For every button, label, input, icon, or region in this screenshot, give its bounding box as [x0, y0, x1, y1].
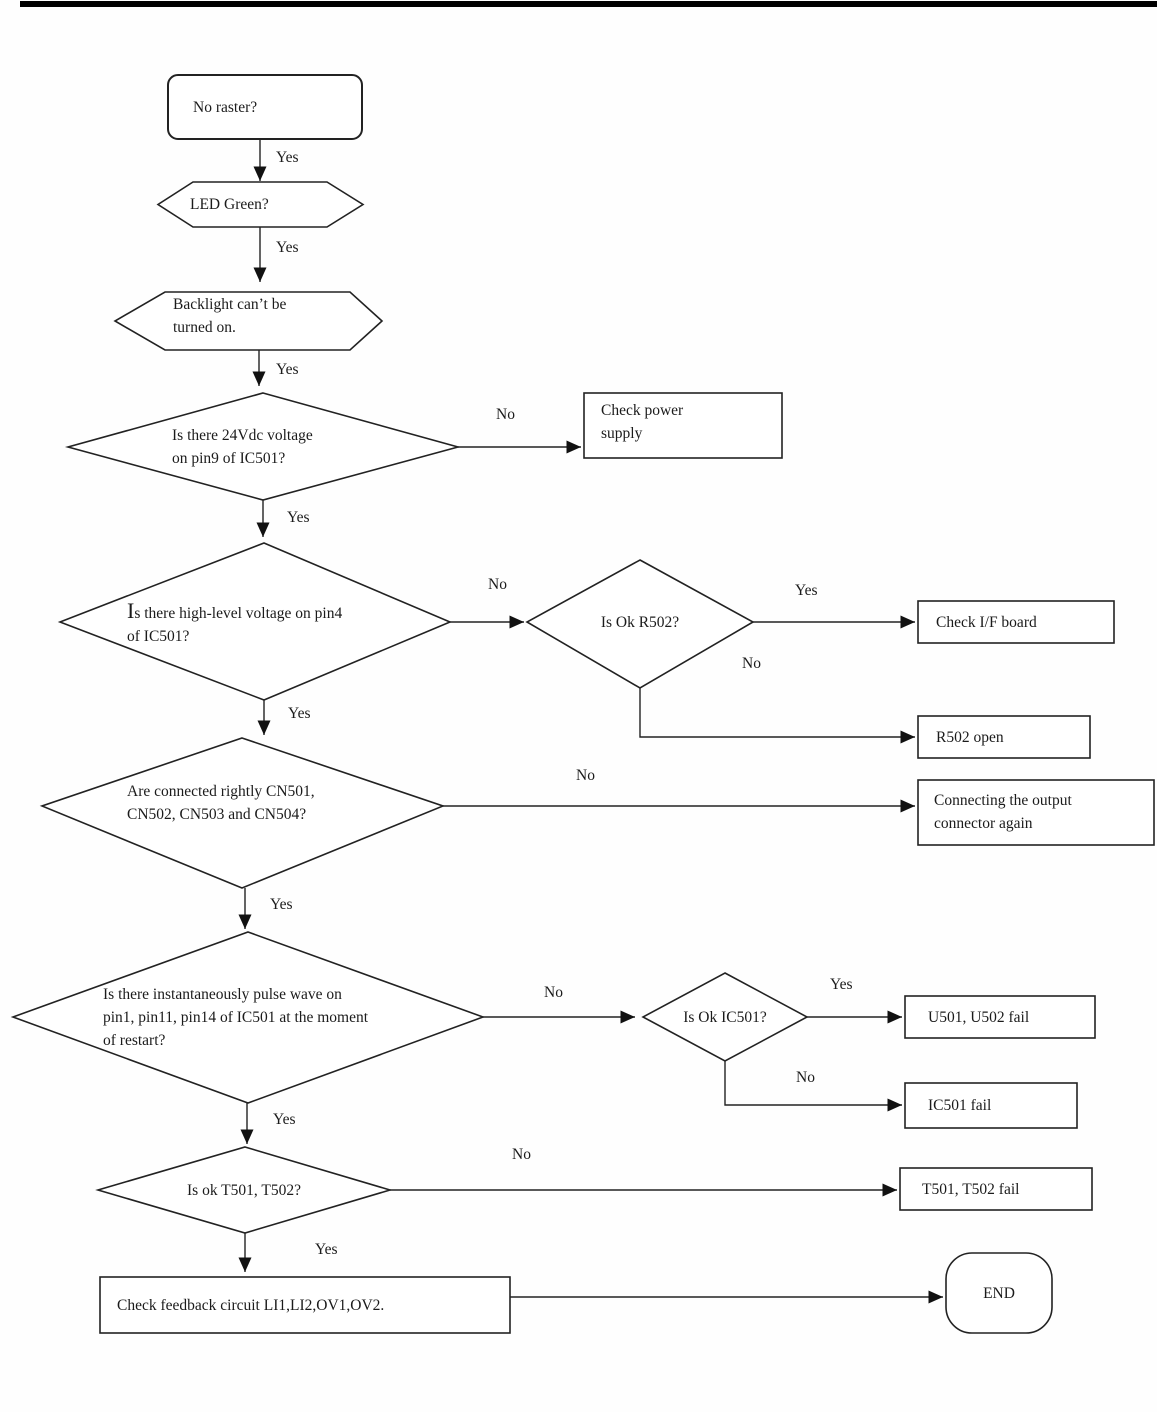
edge-label-yes-start-led: Yes	[276, 149, 299, 166]
edge-r502-no	[639, 688, 915, 744]
backlight-hexagon-shape	[113, 291, 384, 351]
node-pulse-line2: pin1, pin11, pin14 of IC501 at the momen…	[103, 1009, 369, 1026]
node-pulse-line1: Is there instantaneously pulse wave on	[103, 986, 342, 1003]
edge-label-yes-t501: Yes	[315, 1241, 338, 1258]
edge-ic501-no	[724, 1061, 902, 1112]
node-ic-fail-label: IC501 fail	[928, 1097, 992, 1114]
ic-fail-box-shape	[904, 1082, 1078, 1129]
node-reconnect-line1: Connecting the output	[934, 792, 1072, 809]
edge-label-no-r502: No	[742, 655, 761, 672]
node-high-level-line1: Is there high-level voltage on pin4	[127, 598, 343, 623]
node-reconnect-label: Connecting the output connector again	[934, 789, 1072, 835]
t-fail-box-shape	[899, 1167, 1093, 1211]
node-pulse-label: Is there instantaneously pulse wave on p…	[103, 983, 368, 1052]
edge-label-yes-24vdc: Yes	[287, 509, 310, 526]
node-connectors-line1: Are connected rightly CN501,	[127, 783, 315, 800]
node-ic501-label: Is Ok IC501?	[683, 1009, 767, 1026]
node-high-level-line2: of IC501?	[127, 628, 190, 645]
node-connectors-label: Are connected rightly CN501, CN502, CN50…	[127, 780, 315, 826]
led-green-hexagon-shape	[156, 181, 365, 228]
node-t-fail-label: T501, T502 fail	[922, 1181, 1020, 1198]
node-check-if-board-label: Check I/F board	[936, 614, 1037, 631]
node-check-power-line2: supply	[601, 425, 643, 442]
decision-pulse-shape	[10, 931, 486, 1104]
node-pulse-line3: of restart?	[103, 1032, 166, 1049]
edge-label-yes-connectors: Yes	[270, 896, 293, 913]
node-backlight-line1: Backlight can’t be	[173, 296, 287, 313]
r502-open-box-shape	[917, 715, 1091, 759]
node-feedback-label: Check feedback circuit LI1,LI2,OV1,OV2.	[117, 1297, 385, 1314]
edge-label-no-highlevel: No	[488, 576, 507, 593]
u-fail-box-shape	[904, 995, 1096, 1039]
check-if-board-box-shape	[917, 600, 1115, 644]
node-backlight-line2: turned on.	[173, 319, 236, 336]
node-check-power-line1: Check power	[601, 402, 684, 419]
page-top-rule	[20, 1, 1157, 7]
edge-label-yes-backlight-24vdc: Yes	[276, 361, 299, 378]
edge-label-no-t501: No	[512, 1146, 531, 1163]
edge-label-no-pulse: No	[544, 984, 563, 1001]
node-r502-label: Is Ok R502?	[600, 614, 680, 631]
feedback-box-shape	[99, 1276, 511, 1334]
node-high-level-label: Is there high-level voltage on pin4 of I…	[127, 599, 342, 648]
node-24vdc-line1: Is there 24Vdc voltage	[172, 427, 313, 444]
node-check-power-label: Check power supply	[601, 399, 683, 445]
node-r502-open-label: R502 open	[936, 729, 1004, 746]
edge-label-no-connectors: No	[576, 767, 595, 784]
node-connectors-line2: CN502, CN503 and CN504?	[127, 806, 307, 823]
edge-label-yes-highlevel: Yes	[288, 705, 311, 722]
node-24vdc-label: Is there 24Vdc voltage on pin9 of IC501?	[172, 424, 313, 470]
node-24vdc-line2: on pin9 of IC501?	[172, 450, 286, 467]
node-u-fail-label: U501, U502 fail	[928, 1009, 1030, 1026]
edge-label-no-24vdc: No	[496, 406, 515, 423]
node-backlight-label: Backlight can’t be turned on.	[173, 293, 286, 339]
edge-label-yes-ic501: Yes	[830, 976, 853, 993]
node-led-green-label: LED Green?	[190, 196, 269, 213]
node-end-label: END	[983, 1285, 1015, 1302]
node-t501-label: Is ok T501, T502?	[187, 1182, 301, 1199]
edge-label-yes-led-backlight: Yes	[276, 239, 299, 256]
edge-label-yes-pulse: Yes	[273, 1111, 296, 1128]
edge-label-no-ic501: No	[796, 1069, 815, 1086]
decision-connectors-shape	[39, 737, 446, 889]
start-node-shape	[167, 74, 363, 140]
reconnect-box-shape	[917, 779, 1155, 846]
end-node-shape	[945, 1252, 1053, 1334]
edge-label-yes-r502: Yes	[795, 582, 818, 599]
node-reconnect-line2: connector again	[934, 815, 1033, 832]
node-no-raster-label: No raster?	[193, 99, 258, 116]
check-power-supply-box-shape	[583, 392, 783, 459]
